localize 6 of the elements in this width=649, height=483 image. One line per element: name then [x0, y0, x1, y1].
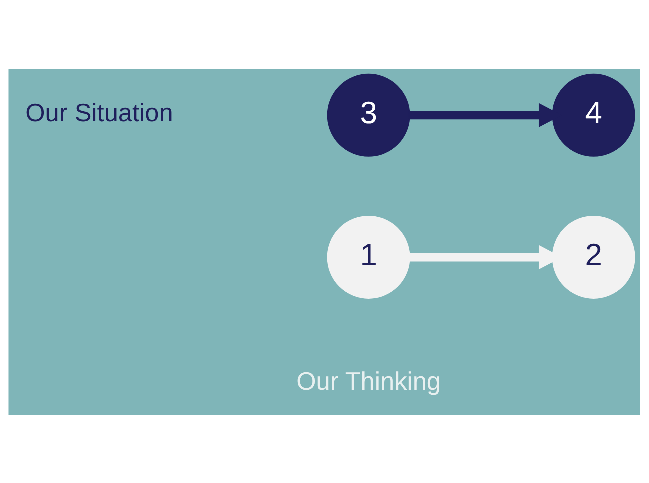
node-circle: 1: [327, 215, 410, 298]
label: Our Situation: [26, 99, 174, 128]
node-circle: 4: [552, 73, 636, 156]
label: Our Thinking: [296, 368, 441, 396]
node-circle: 3: [327, 73, 410, 156]
node-circle: 2: [552, 215, 636, 298]
